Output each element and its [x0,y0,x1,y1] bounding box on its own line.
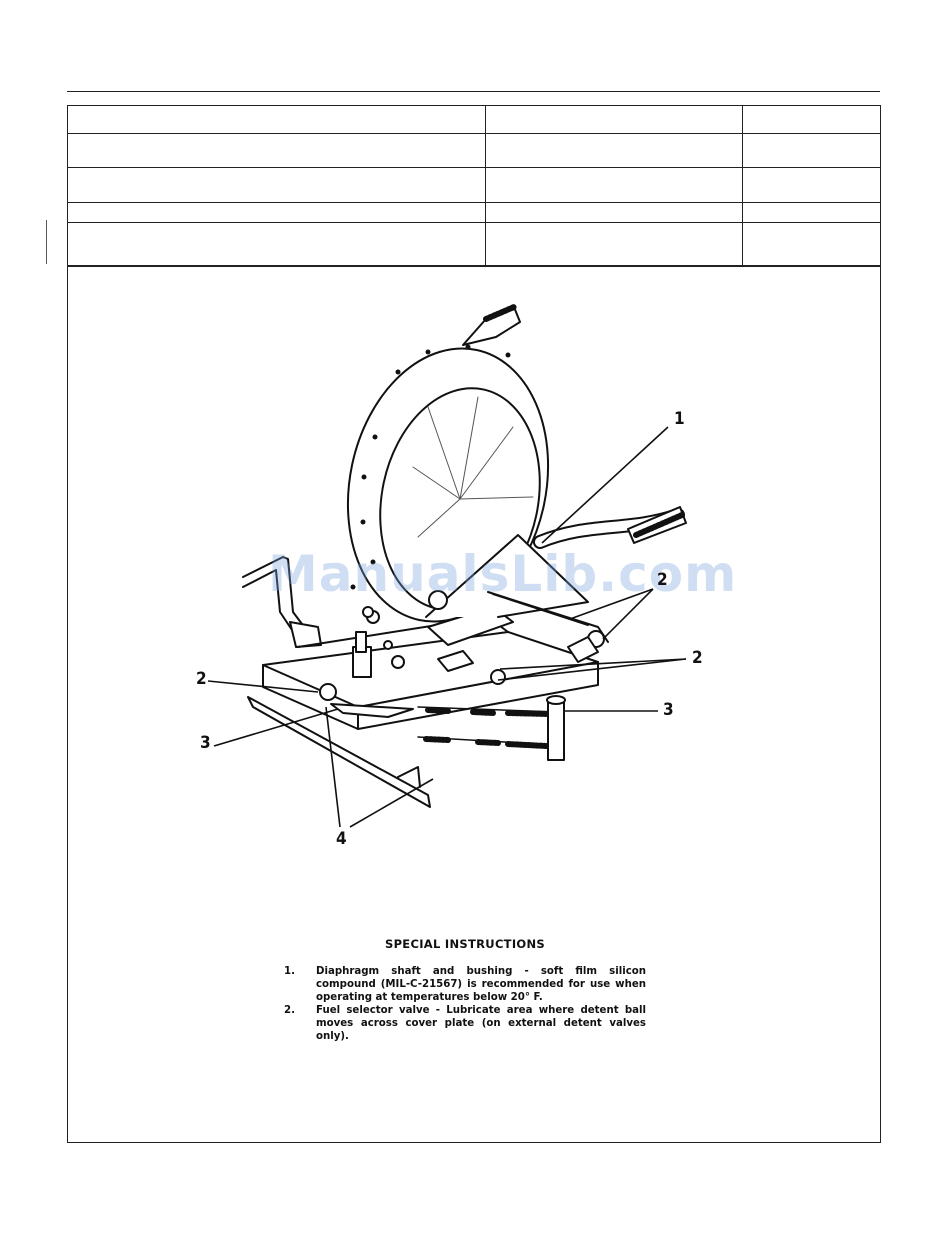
table-cell [741,166,880,203]
callout-3-left: 3 [200,733,211,753]
item-number: 2. [284,1005,295,1016]
table-row [68,221,880,266]
special-instructions-title: SPECIAL INSTRUCTIONS [385,937,545,951]
page-top-rule [67,91,880,92]
header-cell [741,106,880,134]
table-cell [741,221,880,266]
revision-bar [46,220,47,264]
list-item: 1. Diaphragm shaft and bushing - soft fi… [284,965,646,1004]
header-cell [68,106,486,134]
callout-4: 4 [336,829,347,849]
header-table [68,106,880,266]
callout-2-upper: 2 [657,570,668,590]
callout-3-right: 3 [663,700,674,720]
table-cell [68,221,486,266]
table-cell [741,201,880,223]
item-number: 1. [284,966,295,977]
table-row [68,166,880,203]
table-cell [484,166,743,203]
callout-1: 1 [674,409,685,429]
table-cell [68,201,486,223]
table-row [68,132,880,168]
watermark: ManualsLib.com [268,545,738,603]
table-row [68,201,880,223]
list-item: 2. Fuel selector valve - Lubricate area … [284,1004,646,1043]
table-cell [741,132,880,168]
fuel-selector-illustration: ManualsLib.com 1 2 2 2 3 3 4 SPECIAL INS… [68,266,880,1143]
table-cell [68,166,486,203]
table-cell [68,132,486,168]
callout-2-right: 2 [692,648,703,668]
item-text: Diaphragm shaft and bushing - soft film … [316,966,646,1003]
header-cell [484,106,743,134]
item-text: Fuel selector valve - Lubricate area whe… [316,1005,646,1042]
callout-2-left: 2 [196,669,207,689]
table-cell [484,132,743,168]
instruction-list: 1. Diaphragm shaft and bushing - soft fi… [284,965,646,1043]
header-row [68,106,880,134]
fuel-selector-valve-drawing [207,304,687,828]
table-cell [484,221,743,266]
lubrication-chart-frame: ManualsLib.com 1 2 2 2 3 3 4 SPECIAL INS… [67,105,881,1143]
special-instructions: SPECIAL INSTRUCTIONS 1. Diaphragm shaft … [284,937,646,1043]
table-cell [484,201,743,223]
leader-line-1 [541,426,669,544]
